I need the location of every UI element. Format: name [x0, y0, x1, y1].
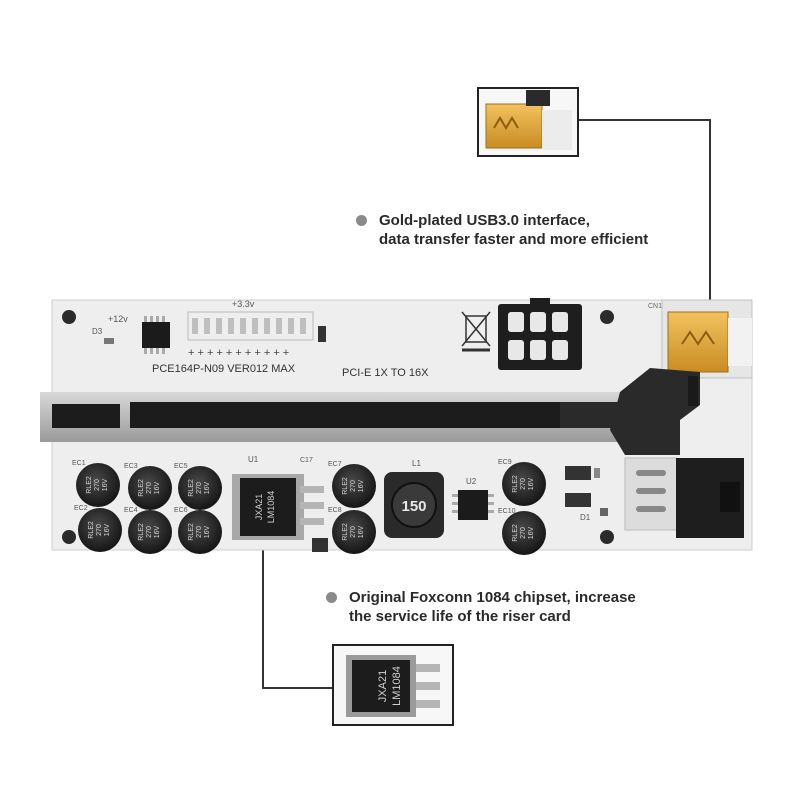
usb-callout-line1: Gold-plated USB3.0 interface,: [379, 212, 590, 229]
smd-components: + + + + + + + + + + +: [187, 311, 326, 359]
bullet-dot: [326, 592, 337, 603]
capacitor: RLE227016V EC7: [328, 461, 376, 508]
svg-text:RLE227016V: RLE227016V: [342, 477, 365, 495]
usb-leader-line: [578, 119, 711, 330]
weee-symbol-icon: [461, 311, 491, 352]
capacitor: RLE227016V EC10: [498, 508, 546, 555]
label-c17: C17: [300, 457, 313, 464]
inset-chip-text-1: JXA21: [377, 670, 389, 702]
usb-callout-line2: data transfer faster and more efficient: [379, 231, 649, 248]
capacitor: RLE227016V EC8: [328, 507, 376, 554]
capacitor-bank: RLE227016VEC1RLE227016VEC3RLE227016VEC5R…: [72, 459, 546, 555]
pcb-board: +12v D3 +3.3v + + + + + + + + + + + PCE1…: [40, 298, 753, 555]
mount-hole: [600, 530, 614, 544]
usb-zoom-inset: [477, 87, 579, 157]
svg-text:RLE227016V: RLE227016V: [342, 523, 365, 541]
label-33v: +3.3v: [232, 299, 255, 309]
svg-text:RLE227016V: RLE227016V: [512, 524, 535, 542]
label-l1: L1: [412, 459, 421, 468]
capacitor: RLE227016V EC6: [174, 507, 222, 554]
capacitor-label: EC8: [328, 507, 342, 514]
capacitor-label: EC1: [72, 460, 86, 467]
capacitor: RLE227016V EC1: [72, 460, 120, 507]
label-u2: U2: [466, 477, 477, 486]
inductor-coil: 150: [384, 472, 444, 538]
label-12v: +12v: [108, 314, 128, 324]
capacitor: RLE227016V EC3: [124, 463, 172, 510]
capacitor-label: EC10: [498, 508, 516, 515]
regulator-text-2: LM1084: [266, 491, 276, 524]
svg-text:+ + + + + + + + + + +: + + + + + + + + + + +: [188, 347, 289, 359]
pcie-x16-slot: [40, 392, 660, 442]
chip-callout: Original Foxconn 1084 chipset, increase …: [326, 588, 636, 626]
capacitor: RLE227016V EC2: [74, 505, 122, 552]
capacitor-label: EC9: [498, 459, 512, 466]
usb-callout: Gold-plated USB3.0 interface, data trans…: [356, 211, 648, 249]
label-cn1: CN1: [648, 303, 662, 310]
svg-text:RLE227016V: RLE227016V: [138, 523, 161, 541]
svg-text:RLE227016V: RLE227016V: [188, 523, 211, 541]
label-d3: D3: [92, 327, 103, 336]
bullet-dot: [356, 215, 367, 226]
capacitor-label: EC7: [328, 461, 342, 468]
mount-hole: [62, 310, 76, 324]
six-pin-power-connector: [498, 298, 582, 370]
capacitor-label: EC4: [124, 507, 138, 514]
chip-leader-line: [262, 520, 333, 689]
usb-port: [661, 299, 753, 379]
capacitor-label: EC2: [74, 505, 88, 512]
chip-callout-line2: the service life of the riser card: [349, 608, 571, 625]
u2-chip: [452, 490, 494, 520]
inset-chip-text-2: LM1084: [391, 666, 403, 706]
slot-type-label: PCI-E 1X TO 16X: [342, 367, 429, 379]
svg-text:RLE227016V: RLE227016V: [512, 475, 535, 493]
svg-text:RLE227016V: RLE227016V: [88, 521, 111, 539]
capacitor: RLE227016V EC9: [498, 459, 546, 506]
inductor-label: 150: [401, 498, 426, 515]
svg-text:RLE227016V: RLE227016V: [188, 479, 211, 497]
label-d1: D1: [580, 513, 591, 522]
capacitor: RLE227016V EC4: [124, 507, 172, 554]
diode-components: [565, 466, 608, 516]
slot-latch: [610, 368, 700, 455]
regulator-text-1: JXA21: [254, 494, 264, 521]
label-u1: U1: [248, 455, 259, 464]
mount-hole: [600, 310, 614, 324]
chip-callout-line1: Original Foxconn 1084 chipset, increase: [349, 589, 636, 606]
molex-power-connector: [624, 457, 744, 538]
mount-hole: [62, 530, 76, 544]
capacitor: RLE227016V EC5: [174, 463, 222, 510]
board-model-label: PCE164P-N09 VER012 MAX: [152, 363, 296, 375]
lm1084-regulator: JXA21 LM1084: [232, 474, 328, 552]
svg-text:RLE227016V: RLE227016V: [138, 479, 161, 497]
svg-text:RLE227016V: RLE227016V: [86, 476, 109, 494]
capacitor-label: EC5: [174, 463, 188, 470]
capacitor-label: EC6: [174, 507, 188, 514]
capacitor-label: EC3: [124, 463, 138, 470]
chip-zoom-inset: JXA21 LM1084: [332, 644, 454, 726]
